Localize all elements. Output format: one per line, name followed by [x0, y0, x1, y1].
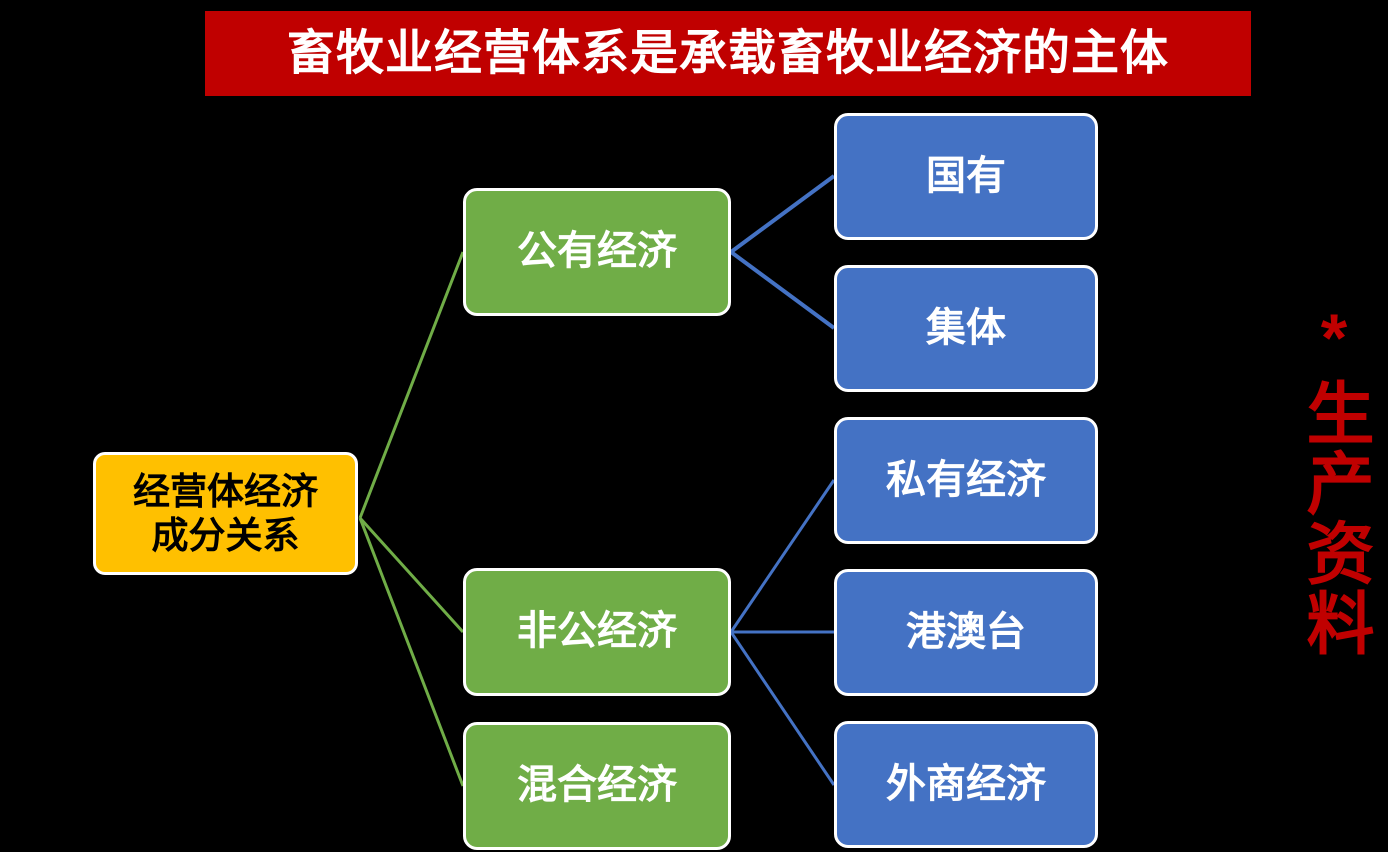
- node-non-public-economy-label: 非公经济: [517, 609, 677, 654]
- node-hk-macau-taiwan[interactable]: 港澳台: [834, 569, 1098, 696]
- connector-root-to-non-public-economy: [358, 516, 465, 634]
- connector-nonpublic-to-private-economy: [729, 479, 836, 633]
- page-title: 畜牧业经营体系是承载畜牧业经济的主体: [286, 26, 1169, 80]
- node-public-economy[interactable]: 公有经济: [463, 188, 731, 316]
- node-collective-label: 集体: [926, 305, 1006, 350]
- title-banner: 畜牧业经营体系是承载畜牧业经济的主体: [205, 11, 1251, 96]
- node-root-economy-composition[interactable]: 经营体经济 成分关系: [93, 452, 358, 575]
- node-private-economy[interactable]: 私有经济: [834, 417, 1098, 544]
- connector-nonpublic-to-foreign-economy: [729, 631, 836, 786]
- connector-public-to-collective: [729, 250, 836, 330]
- node-foreign-economy-label: 外商经济: [886, 761, 1046, 806]
- side-annotation-production-materials: *生产资料: [1296, 300, 1372, 658]
- node-root-label: 经营体经济 成分关系: [133, 470, 318, 556]
- node-mixed-economy[interactable]: 混合经济: [463, 722, 731, 850]
- connector-root-to-public-economy: [358, 251, 465, 519]
- node-foreign-economy[interactable]: 外商经济: [834, 721, 1098, 848]
- node-state-owned[interactable]: 国有: [834, 113, 1098, 240]
- node-state-owned-label: 国有: [926, 153, 1006, 198]
- node-hk-macau-taiwan-label: 港澳台: [906, 609, 1026, 654]
- node-private-economy-label: 私有经济: [886, 457, 1046, 502]
- node-public-economy-label: 公有经济: [517, 229, 677, 274]
- node-collective[interactable]: 集体: [834, 265, 1098, 392]
- connector-root-to-mixed-economy: [358, 517, 465, 787]
- node-mixed-economy-label: 混合经济: [517, 763, 677, 808]
- connector-public-to-state-owned: [729, 174, 836, 254]
- node-non-public-economy[interactable]: 非公经济: [463, 568, 731, 696]
